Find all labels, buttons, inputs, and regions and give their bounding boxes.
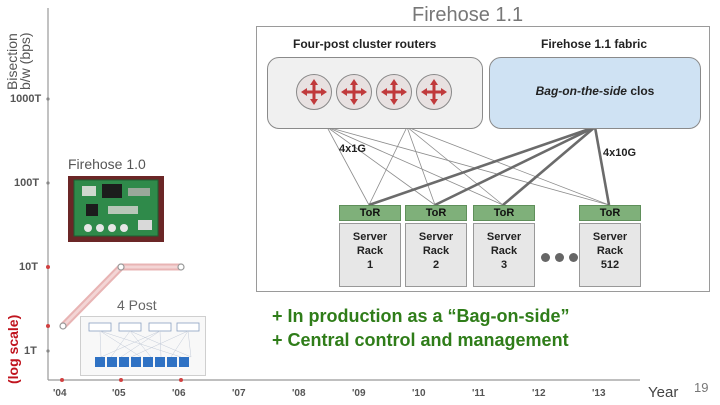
y-axis-label-line2: b/w (bps) [17, 32, 33, 90]
trend-point [177, 263, 185, 271]
rack-number: 1 [366, 259, 374, 271]
firehose10-label: Firehose 1.0 [68, 156, 146, 172]
y-tick-mark [46, 181, 50, 185]
clos-fabric-box: Bag-on-the-side clos [489, 57, 701, 129]
router-icon [416, 74, 452, 110]
x-tick-label: '13 [592, 388, 606, 399]
x-tick-mark [119, 378, 123, 382]
clos-label: Bag-on-the-side clos [490, 84, 700, 98]
rack-number: 512 [600, 259, 620, 271]
x-tick-label: '05 [112, 388, 126, 399]
x-tick-label: '04 [53, 388, 67, 399]
tor-switch: ToR [405, 205, 467, 221]
circuit-board-icon [68, 176, 164, 242]
rack-number: 2 [432, 259, 440, 271]
router-icon [296, 74, 332, 110]
page-title: Firehose 1.1 [412, 4, 524, 26]
bullet-central-control: + Central control and management [272, 330, 569, 350]
y-tick-mark [46, 97, 50, 101]
bullet-production: + In production as a “Bag-on-side” [272, 306, 570, 326]
y-tick-mark [46, 349, 50, 353]
right-link-label: 4x10G [603, 147, 637, 159]
x-tick-label: '10 [412, 388, 426, 399]
y-tick-mark [46, 324, 50, 328]
rack-line: Server [418, 231, 454, 243]
x-tick-label: '12 [532, 388, 546, 399]
y-tick-label: 100T [14, 177, 40, 189]
four-post-label: 4 Post [117, 297, 157, 313]
x-tick-label: '07 [232, 388, 246, 399]
rack-line: Server [486, 231, 522, 243]
network-topology-icon [88, 322, 200, 367]
x-tick-label: '08 [292, 388, 306, 399]
tor-switch: ToR [339, 205, 401, 221]
trend-point [59, 322, 67, 330]
rack-line: Rack [490, 245, 518, 257]
left-heading: Four-post cluster routers [293, 37, 437, 51]
rack-line: Rack [356, 245, 384, 257]
rack-line: Server [352, 231, 388, 243]
ellipsis-dots [541, 249, 583, 267]
y-tick-label: 10T [19, 261, 38, 273]
log-scale-label: (log scale) [5, 314, 21, 384]
x-tick-label: '09 [352, 388, 366, 399]
four-post-topology-image [80, 316, 206, 376]
clos-label-rest: clos [626, 84, 655, 98]
y-tick-mark [46, 265, 50, 269]
rack-line: Rack [596, 245, 624, 257]
fabric-diagram: Four-post cluster routers Firehose 1.1 f… [256, 26, 710, 292]
router-icon [376, 74, 412, 110]
cluster-routers-box [267, 57, 483, 129]
clos-label-emph: Bag-on-the-side [535, 84, 627, 98]
rack-line: Server [592, 231, 628, 243]
x-tick-mark [179, 378, 183, 382]
rack-line: Rack [422, 245, 450, 257]
firehose10-board-image [68, 176, 164, 242]
rack-number: 3 [500, 259, 508, 271]
y-tick-label: 1000T [10, 93, 42, 105]
y-tick-label: 1T [24, 345, 37, 357]
tor-switch: ToR [473, 205, 535, 221]
right-heading: Firehose 1.1 fabric [541, 37, 648, 51]
tor-switch: ToR [579, 205, 641, 221]
x-axis-label: Year [648, 384, 679, 401]
y-axis-label: Bisection b/w (bps) [4, 10, 33, 90]
left-link-label: 4x1G [339, 143, 366, 155]
trend-point [117, 263, 125, 271]
x-tick-mark [60, 378, 64, 382]
router-icon [336, 74, 372, 110]
x-tick-label: '11 [472, 388, 485, 399]
page-number: 19 [694, 380, 709, 395]
connection-lines [326, 125, 611, 207]
x-tick-label: '06 [172, 388, 186, 399]
